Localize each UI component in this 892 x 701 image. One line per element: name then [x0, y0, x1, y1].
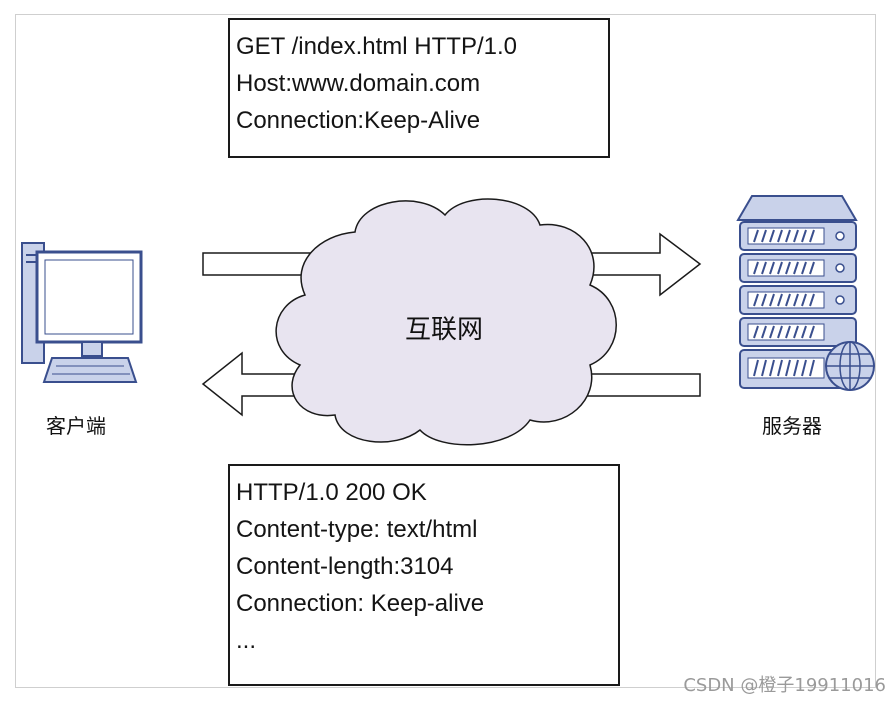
watermark: CSDN @橙子19911016	[683, 675, 886, 696]
diagram-frame	[15, 14, 876, 688]
server-unit	[739, 253, 857, 283]
server-unit	[739, 221, 857, 251]
request-header-connection: Connection:Keep-Alive	[236, 107, 481, 134]
internet-label: 互联网	[405, 315, 484, 345]
server-unit	[739, 285, 857, 315]
http-request-box: GET /index.html HTTP/1.0 Host:www.domain…	[228, 18, 610, 158]
globe-icon	[825, 341, 875, 391]
response-header-connection: Connection: Keep-alive	[236, 590, 485, 617]
request-line: GET /index.html HTTP/1.0	[236, 33, 517, 60]
response-header-content-length: Content-length:3104	[236, 553, 454, 580]
response-ellipsis: ...	[236, 627, 257, 654]
response-status-line: HTTP/1.0 200 OK	[236, 479, 427, 506]
response-header-content-type: Content-type: text/html	[236, 516, 478, 543]
cloud-icon	[275, 198, 617, 446]
server-unit	[739, 317, 857, 347]
request-header-host: Host:www.domain.com	[236, 70, 481, 97]
http-response-box: HTTP/1.0 200 OK Content-type: text/html …	[228, 464, 620, 686]
desktop-computer-icon	[21, 242, 143, 383]
server-label: 服务器	[762, 414, 822, 438]
server-rack-globe-icon	[736, 195, 875, 391]
client-label: 客户端	[46, 414, 106, 438]
